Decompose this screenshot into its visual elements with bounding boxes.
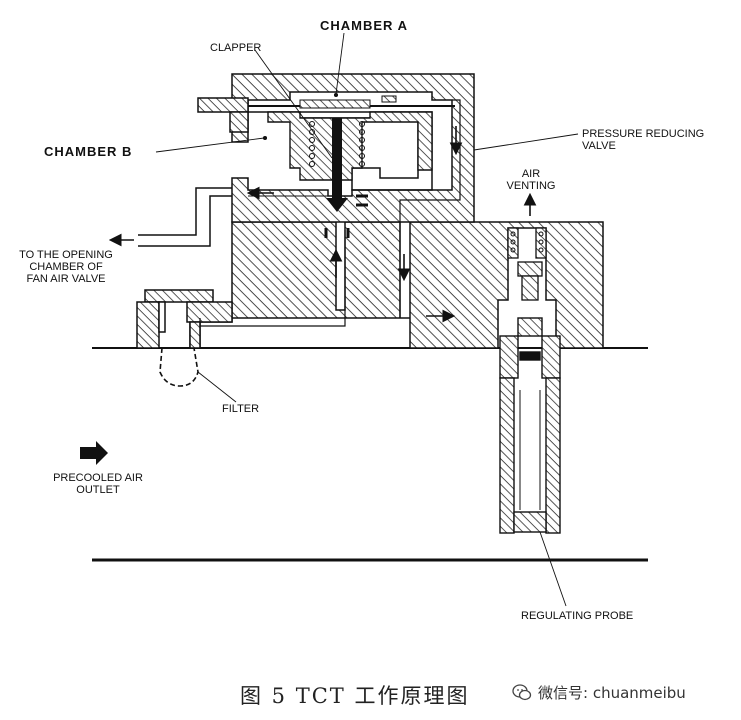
springs	[309, 121, 365, 167]
inlet-fitting	[136, 289, 233, 349]
label-opening-line2: CHAMBER OF	[29, 261, 103, 273]
label-opening-line1: TO THE OPENING	[19, 249, 113, 261]
chamber-a-plug	[299, 99, 371, 109]
opening-passage	[138, 187, 232, 236]
clapper-stem	[332, 118, 342, 200]
flow-arrows	[108, 126, 537, 323]
label-clapper: CLAPPER	[210, 42, 262, 54]
label-air-venting-line1: AIR	[521, 168, 541, 180]
clapper-housing	[267, 111, 433, 181]
left-nozzle	[197, 97, 249, 133]
wechat-icon	[512, 683, 532, 700]
label-chamber-b: CHAMBER B	[44, 144, 133, 159]
label-regulating-probe: REGULATING PROBE	[521, 610, 634, 622]
clapper-tip	[326, 198, 348, 212]
precooled-air-arrow	[80, 441, 108, 465]
watermark-text: 微信号: chuanmeibu	[538, 684, 686, 702]
leader-lines	[155, 32, 579, 607]
label-opening-line3: FAN AIR VALVE	[26, 273, 106, 285]
label-opening-chamber: TO THE OPENING CHAMBER OF FAN AIR VALVE	[4, 249, 128, 285]
regulating-probe	[499, 317, 561, 534]
supply-passage	[199, 230, 346, 327]
figure-caption: 图 5 TCT 工作原理图	[240, 684, 470, 708]
label-prv-line1: PRESSURE REDUCING	[582, 128, 705, 140]
vent-fitting	[507, 227, 547, 301]
chamber-a-detail	[381, 95, 397, 103]
watermark: 微信号: chuanmeibu	[512, 682, 686, 703]
label-air-venting: AIR VENTING	[505, 168, 557, 192]
filter-element	[159, 347, 199, 387]
label-pressure-reducing-valve: PRESSURE REDUCING VALVE	[582, 128, 704, 152]
chamber-a-passage	[399, 99, 461, 318]
label-precooled-air-outlet: PRECOOLED AIR OUTLET	[40, 472, 156, 496]
vent-spring	[510, 231, 544, 253]
label-precooled-line2: OUTLET	[76, 484, 120, 496]
label-air-venting-line2: VENTING	[506, 180, 556, 192]
label-chamber-a: CHAMBER A	[320, 18, 408, 33]
label-filter: FILTER	[222, 403, 260, 415]
label-prv-line2: VALVE	[582, 140, 616, 152]
label-precooled-line1: PRECOOLED AIR	[53, 472, 143, 484]
